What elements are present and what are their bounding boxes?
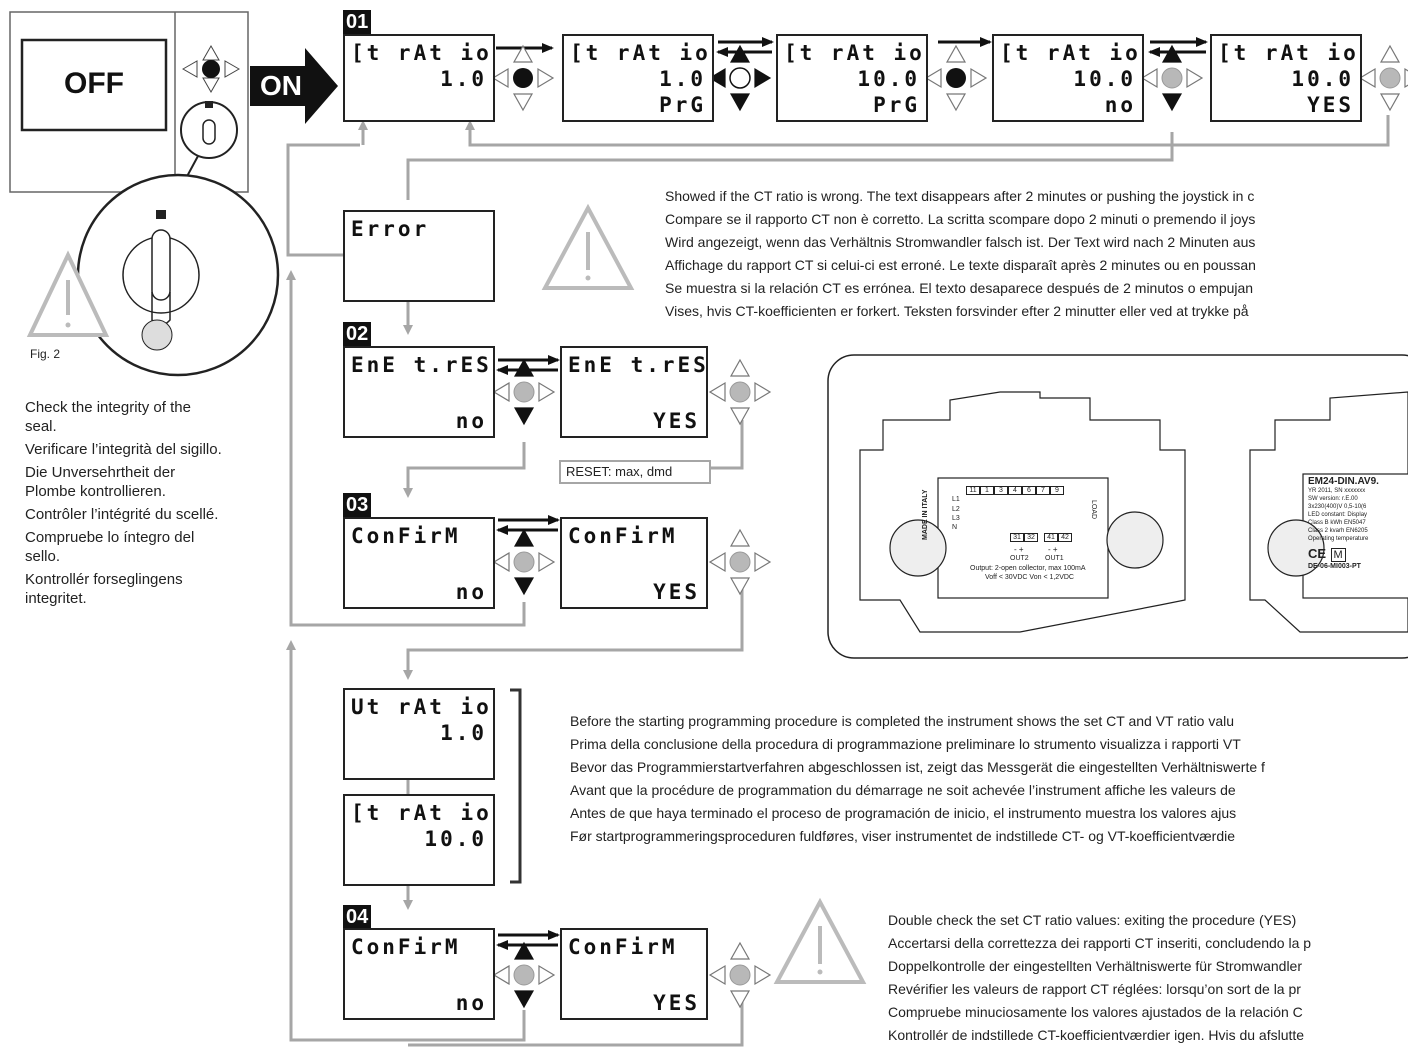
terminal-strip: 11 1 3 4 6 7 9: [966, 486, 1064, 495]
joystick-icon-03b: [708, 528, 772, 596]
step-04-label: 04: [343, 905, 372, 929]
step-02-label: 02: [343, 322, 372, 346]
out1-pm: - +: [1048, 545, 1058, 554]
seal-text-en: Check the integrity of the seal.: [25, 399, 191, 435]
seal-text-dk: Kontrollér forseglingens integritet.: [25, 571, 183, 607]
lcd-04-confirm-yes: ConFirM YES: [560, 928, 708, 1020]
on-label: ON: [260, 70, 302, 101]
warning-icon-seal: [26, 250, 110, 337]
lcd-02-energy-reset-no: EnE t.rES no: [343, 346, 495, 438]
joystick-icon-01b: [708, 44, 772, 112]
joystick-icon-02a: [492, 358, 556, 426]
seal-zoom-circle: [76, 173, 280, 377]
step-01-label: 01: [343, 10, 372, 34]
lcd-01-ct-ratio-yes: [t rAt io 10.0 YES: [1210, 34, 1362, 122]
seal-instructions: Check the integrity of the seal. Verific…: [25, 398, 225, 612]
lcd-01-ct-ratio-initial: [t rAt io 1.0: [343, 34, 495, 122]
seal-text-it: Verificare l’integrità del sigillo.: [25, 441, 222, 458]
seal-lock-icon: [180, 101, 238, 159]
joystick-icon-01a: [491, 44, 555, 112]
out1-terminals: 41 42: [1044, 533, 1072, 542]
seal-text-fr: Contrôler l’intégrité du scellé.: [25, 506, 219, 523]
load-label: LOAD: [1090, 500, 1097, 520]
lcd-03-confirm-no: ConFirM no: [343, 517, 495, 609]
warning-icon-confirm: [773, 897, 867, 984]
lcd-error: Error: [343, 210, 495, 302]
line-n: N: [952, 524, 958, 531]
lcd-03-confirm-yes: ConFirM YES: [560, 517, 708, 609]
lcd-01-ct-ratio-prg: [t rAt io 1.0 PrG: [562, 34, 714, 122]
joystick-icon-01c: [924, 44, 988, 112]
line-l3: L3: [952, 515, 960, 522]
seal-text-es: Compruebe lo íntegro del sello.: [25, 529, 195, 565]
switch-joystick-icon: [181, 44, 241, 94]
out2-pm: - +: [1014, 545, 1024, 554]
ce-mark: CE: [1308, 546, 1327, 561]
lcd-01-ct-ratio-no: [t rAt io 10.0 no: [992, 34, 1144, 122]
seal-text-de: Die Unversehrtheit der Plombe kontrollie…: [25, 464, 176, 500]
line-l2: L2: [952, 506, 960, 513]
lcd-01-ct-ratio-set: [t rAt io 10.0 PrG: [776, 34, 928, 122]
m-mark: M: [1330, 548, 1346, 562]
output-spec-1: Output: 2-open collector, max 100mA: [970, 565, 1086, 572]
reset-label: RESET: max, dmd: [566, 464, 673, 479]
lcd-vt-ratio: Ut rAt io 1.0: [343, 688, 495, 780]
joystick-icon-02b: [708, 358, 772, 426]
step-03-label: 03: [343, 493, 372, 517]
joystick-icon-01d: [1140, 44, 1204, 112]
lcd-ct-ratio: [t rAt io 10.0: [343, 794, 495, 886]
device-right-labels: EM24-DIN.AV9. YR 2011, SN xxxxxxx SW ver…: [1308, 476, 1408, 601]
out2-terminals: 31 32: [1010, 533, 1038, 542]
joystick-icon-04a: [492, 941, 556, 1009]
joystick-icon-01e: [1358, 44, 1408, 112]
warning-icon-error: [541, 203, 635, 290]
line-l1: L1: [952, 496, 960, 503]
output-spec-2: Voff < 30VDC Von < 1,2VDC: [985, 574, 1074, 581]
out2-label: OUT2: [1010, 555, 1029, 562]
device-code: DE-06-MI003-PT: [1308, 563, 1361, 570]
joystick-icon-04b: [708, 941, 772, 1009]
made-in-label: MADE IN ITALY: [922, 489, 929, 540]
lcd-02-energy-reset-yes: EnE t.rES YES: [560, 346, 708, 438]
device-right: [1249, 391, 1408, 633]
out1-label: OUT1: [1045, 555, 1064, 562]
device-model: EM24-DIN.AV9.: [1308, 476, 1379, 487]
on-arrow: [250, 48, 338, 124]
off-label: OFF: [64, 67, 124, 100]
joystick-icon-03a: [492, 528, 556, 596]
ratio-bracket: [510, 688, 522, 884]
lcd-04-confirm-no: ConFirM no: [343, 928, 495, 1020]
fig-label: Fig. 2: [30, 347, 61, 361]
device-left: [859, 391, 1186, 633]
